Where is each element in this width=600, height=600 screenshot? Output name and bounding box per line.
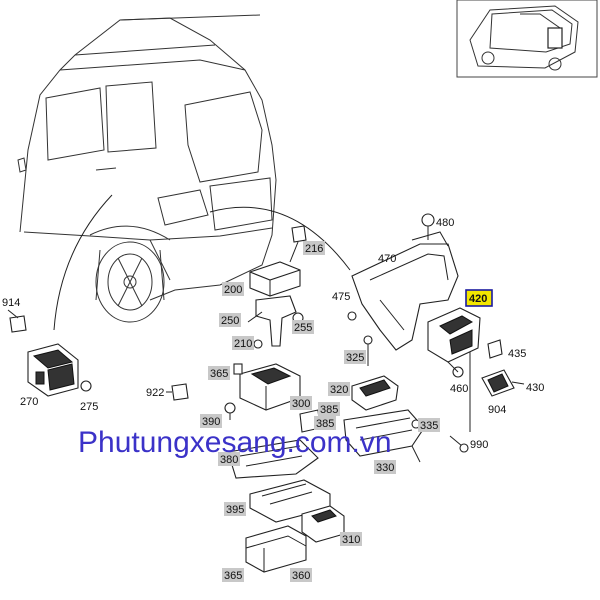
part-270-control-unit[interactable] xyxy=(27,343,79,397)
callout-360: 360 xyxy=(290,568,312,582)
svg-text:385: 385 xyxy=(316,418,334,430)
callout-914: 914 xyxy=(2,297,20,309)
callout-210: 210 xyxy=(232,336,254,350)
callout-250: 250 xyxy=(219,313,241,327)
svg-text:200: 200 xyxy=(224,284,242,296)
svg-text:250: 250 xyxy=(221,315,239,327)
callout-475: 475 xyxy=(332,291,350,303)
svg-text:460: 460 xyxy=(450,383,468,395)
svg-text:320: 320 xyxy=(330,384,348,396)
callout-395: 395 xyxy=(224,502,246,516)
callout-270: 270 xyxy=(20,396,38,408)
svg-text:435: 435 xyxy=(508,348,526,360)
svg-text:390: 390 xyxy=(202,416,220,428)
part-420-control-unit[interactable] xyxy=(427,307,481,363)
part-390-screw[interactable] xyxy=(224,402,236,414)
svg-text:365: 365 xyxy=(224,570,242,582)
svg-text:922: 922 xyxy=(146,387,164,399)
part-990-clip[interactable] xyxy=(459,443,469,453)
part-435-clip[interactable] xyxy=(487,339,503,359)
callout-385-right: 385 xyxy=(318,402,340,416)
callout-325: 325 xyxy=(344,350,366,364)
svg-text:330: 330 xyxy=(376,462,394,474)
svg-text:270: 270 xyxy=(20,396,38,408)
vehicle-rear-illustration xyxy=(17,14,277,323)
part-470-bracket[interactable] xyxy=(351,231,459,351)
svg-text:990: 990 xyxy=(470,439,488,451)
svg-text:300: 300 xyxy=(292,398,310,410)
callout-330: 330 xyxy=(374,460,396,474)
part-904-connector[interactable] xyxy=(481,369,515,397)
svg-text:210: 210 xyxy=(234,338,252,350)
vehicle-locator-inset xyxy=(456,0,598,78)
svg-text:914: 914 xyxy=(2,297,20,309)
svg-text:335: 335 xyxy=(420,420,438,432)
part-210-nut[interactable] xyxy=(253,339,263,349)
part-480-bolt[interactable] xyxy=(421,213,435,227)
svg-text:475: 475 xyxy=(332,291,350,303)
svg-text:310: 310 xyxy=(342,534,360,546)
part-325-bolt[interactable] xyxy=(363,335,373,345)
callout-460: 460 xyxy=(450,383,468,395)
part-330-bracket[interactable] xyxy=(343,409,425,463)
part-475-clip[interactable] xyxy=(347,311,357,321)
callout-390: 390 xyxy=(200,414,222,428)
svg-text:216: 216 xyxy=(305,243,323,255)
part-250-bracket[interactable] xyxy=(255,295,297,347)
callout-480: 480 xyxy=(436,217,454,229)
svg-text:420: 420 xyxy=(469,293,487,305)
svg-text:470: 470 xyxy=(378,253,396,265)
svg-text:385: 385 xyxy=(320,404,338,416)
svg-text:360: 360 xyxy=(292,570,310,582)
callout-320: 320 xyxy=(328,382,350,396)
svg-text:480: 480 xyxy=(436,217,454,229)
part-365-clip[interactable] xyxy=(233,363,243,375)
callout-922: 922 xyxy=(146,387,164,399)
callout-420-highlighted: 420 xyxy=(465,289,493,307)
svg-text:325: 325 xyxy=(346,352,364,364)
svg-text:275: 275 xyxy=(80,401,98,413)
svg-text:904: 904 xyxy=(488,404,506,416)
part-914-connector[interactable] xyxy=(9,315,27,333)
part-275-screw[interactable] xyxy=(80,380,92,392)
part-200-module[interactable] xyxy=(249,261,301,297)
svg-text:430: 430 xyxy=(526,382,544,394)
part-360-module[interactable] xyxy=(245,525,307,573)
svg-text:255: 255 xyxy=(294,322,312,334)
callout-430: 430 xyxy=(526,382,544,394)
callout-990: 990 xyxy=(470,439,488,451)
callout-380: 380 xyxy=(218,452,240,466)
callout-335: 335 xyxy=(418,418,440,432)
callout-310: 310 xyxy=(340,532,362,546)
callout-200: 200 xyxy=(222,282,244,296)
part-380-bracket[interactable] xyxy=(227,439,319,479)
callout-365-upper: 365 xyxy=(208,366,230,380)
callout-275: 275 xyxy=(80,401,98,413)
callout-904: 904 xyxy=(488,404,506,416)
callout-216: 216 xyxy=(303,241,325,255)
watermark-text: Phutungxesang.com.vn xyxy=(78,426,392,459)
callout-470: 470 xyxy=(378,253,396,265)
callout-435: 435 xyxy=(508,348,526,360)
part-320-unit[interactable] xyxy=(351,375,399,411)
callout-300: 300 xyxy=(290,396,312,410)
part-216-connector[interactable] xyxy=(291,225,307,243)
callout-385-left: 385 xyxy=(314,416,336,430)
part-922-plug[interactable] xyxy=(171,383,189,401)
svg-text:395: 395 xyxy=(226,504,244,516)
callout-255: 255 xyxy=(292,320,314,334)
callout-365-lower: 365 xyxy=(222,568,244,582)
svg-text:365: 365 xyxy=(210,368,228,380)
svg-text:380: 380 xyxy=(220,454,238,466)
